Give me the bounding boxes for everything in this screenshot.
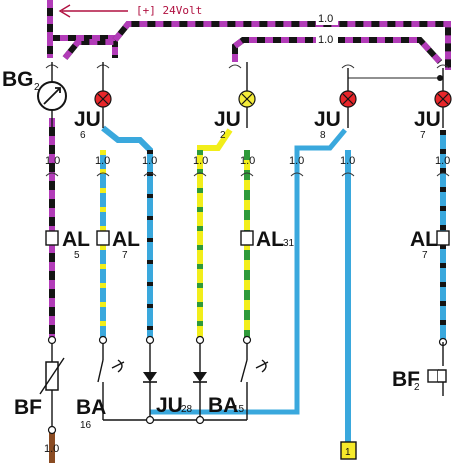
- bus-main-stripe: [47, 0, 118, 60]
- bus-main: [47, 0, 118, 60]
- gauge-label: 1.0: [435, 155, 450, 167]
- wire-ju2-a: [197, 128, 233, 340]
- terminal-circles: [47, 335, 448, 435]
- connector-label: 1: [345, 447, 351, 458]
- lamp-stubs: [51, 62, 444, 128]
- ju7-label: JU: [414, 108, 441, 131]
- gauge-bg: [316, 35, 338, 46]
- bus-upper: [112, 21, 451, 70]
- ju8-feed-line: [347, 77, 440, 100]
- ju8-index: 8: [320, 130, 326, 141]
- bg2-index: 2: [34, 82, 40, 93]
- ju28-index: 28: [181, 404, 193, 415]
- ba15-switch-icon: [240, 340, 269, 420]
- ju8-label: JU: [314, 108, 341, 131]
- al7-right-index: 7: [422, 250, 428, 261]
- al5-index: 5: [74, 250, 80, 261]
- lamp-ju8-icon: [339, 90, 357, 108]
- gauge-label: 1.0: [193, 155, 208, 167]
- annotation-arrow-head: [58, 4, 71, 18]
- ju6-index: 6: [80, 130, 86, 141]
- ju7-index: 7: [420, 130, 426, 141]
- bus-lower-stripe: [232, 37, 443, 65]
- gauge-label: 1.0: [289, 155, 304, 167]
- ba16-index: 16: [80, 420, 92, 431]
- connector-ticks: [45, 64, 450, 177]
- gauge-label-top: 1.0: [318, 34, 333, 46]
- bf2-index: 2: [414, 382, 420, 393]
- ba16-label: BA: [76, 396, 106, 419]
- bf-resistor-icon: [39, 340, 65, 430]
- gauge-label-top: 1.0: [318, 13, 333, 25]
- al31-label: AL: [256, 228, 284, 251]
- gauge-label: 1.0: [45, 155, 60, 167]
- lamp-ju6-icon: [94, 90, 112, 108]
- bf2-label: BF: [392, 368, 420, 391]
- ju6-label: JU: [74, 108, 101, 131]
- wire-ju8-return: [150, 128, 347, 415]
- supply-bus: 1.0 1.0: [47, 0, 451, 70]
- ju2-index: 2: [220, 130, 226, 141]
- al7-right-label: AL: [410, 228, 438, 251]
- al7-index: 7: [122, 250, 128, 261]
- gauge-label: 1.0: [340, 155, 355, 167]
- al5-label: AL: [62, 228, 90, 251]
- connector-box: [340, 441, 357, 460]
- voltage-annotation: [+] 24Volt: [58, 4, 202, 18]
- gauge-label: 1.0: [142, 155, 157, 167]
- diode-left-icon: [143, 340, 157, 420]
- wire-ju6-b: [101, 125, 153, 340]
- gauge-label: 1.0: [240, 155, 255, 167]
- al7-label: AL: [112, 228, 140, 251]
- ju28-label: JU: [156, 394, 183, 417]
- bg2-label: BG: [2, 68, 34, 91]
- lamp-ju7-icon: [434, 90, 452, 108]
- diode-right-icon: [193, 340, 207, 420]
- ju2-label: JU: [214, 108, 241, 131]
- gauge-label: 1.0: [95, 155, 110, 167]
- ba15-index: 15: [233, 404, 245, 415]
- bg2-gauge-icon: [37, 81, 67, 111]
- bus-upper-stripe: [112, 21, 451, 70]
- annotation-text: [+] 24Volt: [136, 4, 202, 17]
- gauge-labels: 1.0 1.0 1.0 1.0 1.0 1.0 1.0 1.0 1.0: [44, 155, 450, 455]
- bf-label: BF: [14, 396, 42, 419]
- ba15-label: BA: [208, 394, 238, 417]
- lamp-ju2-icon: [238, 90, 256, 108]
- gauge-label: 1.0: [44, 443, 59, 455]
- al-connector-icons: [45, 230, 450, 246]
- al31-index: 31: [283, 238, 295, 249]
- junction-dot: [437, 75, 443, 81]
- bf2-sensor-icon: [427, 342, 447, 396]
- gauge-bg: [316, 14, 338, 25]
